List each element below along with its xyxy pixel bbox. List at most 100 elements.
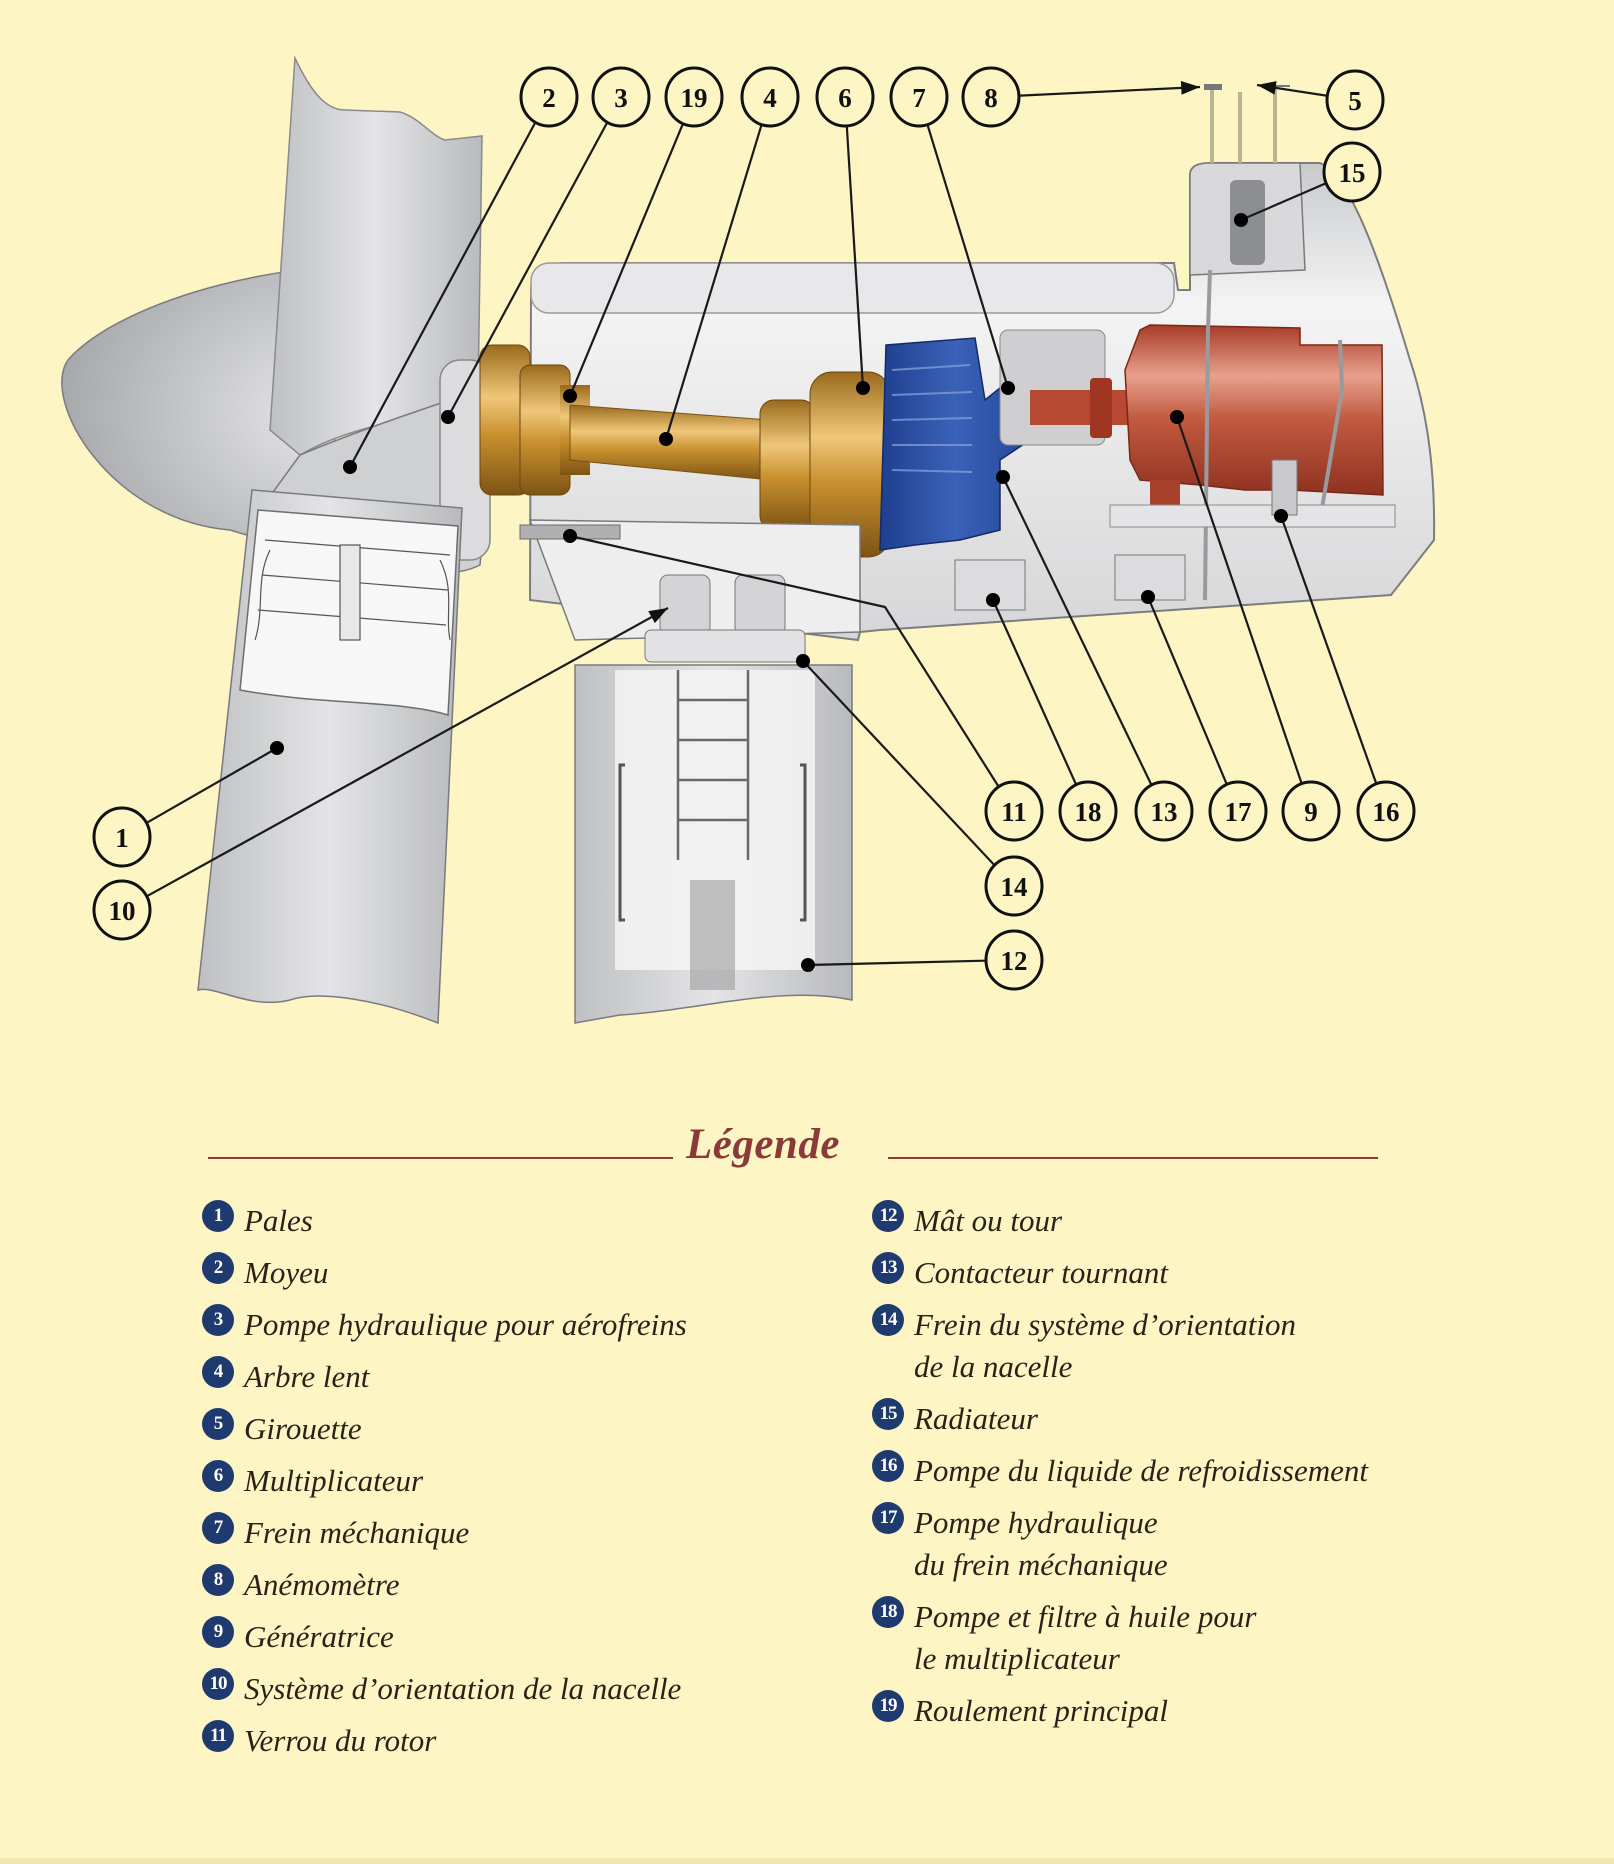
callout-16: 16 — [1356, 780, 1416, 842]
legend-label: Frein du système d’orientation — [914, 1307, 1296, 1342]
legend-label: Système d’orientation de la nacelle — [244, 1671, 682, 1706]
callout-circle — [1322, 141, 1382, 203]
callout-number: 9 — [1304, 797, 1318, 827]
pointer-dot-17 — [1141, 590, 1155, 604]
callout-circle — [740, 66, 800, 128]
anemometer — [1204, 84, 1222, 90]
legend-label: Pompe du liquide de refroidissement — [914, 1453, 1369, 1488]
leader-line-16 — [1279, 515, 1378, 785]
bed-frame — [1109, 504, 1396, 528]
legend-title: Légende — [686, 1121, 840, 1168]
pointer-dot-6 — [856, 381, 870, 395]
leader-line-7 — [926, 124, 1010, 389]
legend-item-5: 5 Girouette — [202, 1405, 687, 1453]
pointer-dot-18 — [986, 593, 1000, 607]
callout-number: 16 — [1373, 797, 1400, 827]
legend-item-14: 14 Frein du système d’orientation de la na… — [872, 1301, 1368, 1391]
callout-circle — [889, 66, 949, 128]
leader-line-13 — [1002, 476, 1153, 786]
leader-line-3 — [447, 121, 609, 418]
callout-number: 10 — [109, 896, 136, 926]
callout-number: 13 — [1151, 797, 1178, 827]
callout-1: 1 — [92, 806, 152, 868]
legend-label: Mât ou tour — [914, 1203, 1063, 1238]
callout-circle — [1281, 780, 1341, 842]
callout-3: 3 — [591, 66, 651, 128]
legend-label: de la nacelle — [914, 1349, 1073, 1384]
legend-item-7: 7 Frein méchanique — [202, 1509, 687, 1557]
callout-circle — [961, 66, 1021, 128]
callout-circle — [1356, 780, 1416, 842]
pointer-dot-14 — [796, 654, 810, 668]
legend-number-badge: 5 — [202, 1408, 234, 1440]
pointer-dot-19 — [563, 389, 577, 403]
callout-number: 8 — [984, 83, 998, 113]
pointer-dot-1 — [270, 741, 284, 755]
callout-number: 19 — [681, 83, 708, 113]
callout-circle — [984, 780, 1044, 842]
callout-number: 12 — [1001, 946, 1028, 976]
callout-number: 17 — [1225, 797, 1252, 827]
legend-label: Frein méchanique — [244, 1515, 470, 1550]
legend-number-badge: 1 — [202, 1200, 234, 1232]
pointer-dot-7 — [1001, 381, 1015, 395]
pointer-dot-2 — [343, 460, 357, 474]
legend-label: Arbre lent — [244, 1359, 370, 1394]
sensor-masts — [1210, 88, 1277, 163]
callout-circle — [92, 879, 152, 941]
ladder — [676, 670, 750, 860]
callout-number: 18 — [1075, 797, 1102, 827]
leader-line-4 — [664, 124, 763, 440]
leader-line-17 — [1146, 596, 1228, 785]
legend-label: Verrou du rotor — [244, 1723, 437, 1758]
legend-number-badge: 10 — [202, 1668, 234, 1700]
callout-number: 6 — [838, 83, 852, 113]
callout-number: 4 — [763, 83, 777, 113]
coupling-disc — [1090, 378, 1112, 438]
callout-9: 9 — [1281, 780, 1341, 842]
generator-foot — [1150, 480, 1180, 508]
callout-circle — [664, 66, 724, 128]
callout-number: 14 — [1001, 872, 1028, 902]
legend-label: Moyeu — [244, 1255, 329, 1290]
arrowhead-5 — [1257, 81, 1277, 95]
legend-label: Pompe hydraulique pour aérofreins — [244, 1307, 687, 1342]
legend-label: Pompe et filtre à huile pour — [914, 1599, 1257, 1634]
legend-number-badge: 8 — [202, 1564, 234, 1596]
callout-7: 7 — [889, 66, 949, 128]
legend-number-badge: 12 — [872, 1200, 904, 1232]
callout-11: 11 — [984, 780, 1044, 842]
legend-number-badge: 7 — [202, 1512, 234, 1544]
callout-number: 1 — [115, 823, 129, 853]
legend-label: Girouette — [244, 1411, 362, 1446]
legend-number-badge: 15 — [872, 1398, 904, 1430]
legend-number-badge: 4 — [202, 1356, 234, 1388]
legend-label: Contacteur tournant — [914, 1255, 1169, 1290]
legend-item-12: 12 Mât ou tour — [872, 1197, 1368, 1245]
leader-lines — [146, 81, 1378, 972]
legend-number-badge: 19 — [872, 1690, 904, 1722]
legend-item-10: 10 Système d’orientation de la nacelle — [202, 1665, 687, 1713]
callout-circle — [1325, 69, 1385, 131]
yaw-drives — [644, 574, 806, 663]
brake-housing — [999, 329, 1106, 446]
legend-number-badge: 14 — [872, 1304, 904, 1336]
legend-label: Génératrice — [244, 1619, 394, 1654]
upper-blade — [269, 55, 483, 456]
leader-line-12 — [807, 959, 986, 967]
pointer-dot-9 — [1170, 410, 1184, 424]
legend-item-4: 4 Arbre lent — [202, 1353, 687, 1401]
nacelle-roof-band — [530, 262, 1175, 314]
callout-number: 15 — [1339, 158, 1366, 188]
callout-12: 12 — [984, 929, 1044, 991]
callout-8: 8 — [961, 66, 1021, 128]
